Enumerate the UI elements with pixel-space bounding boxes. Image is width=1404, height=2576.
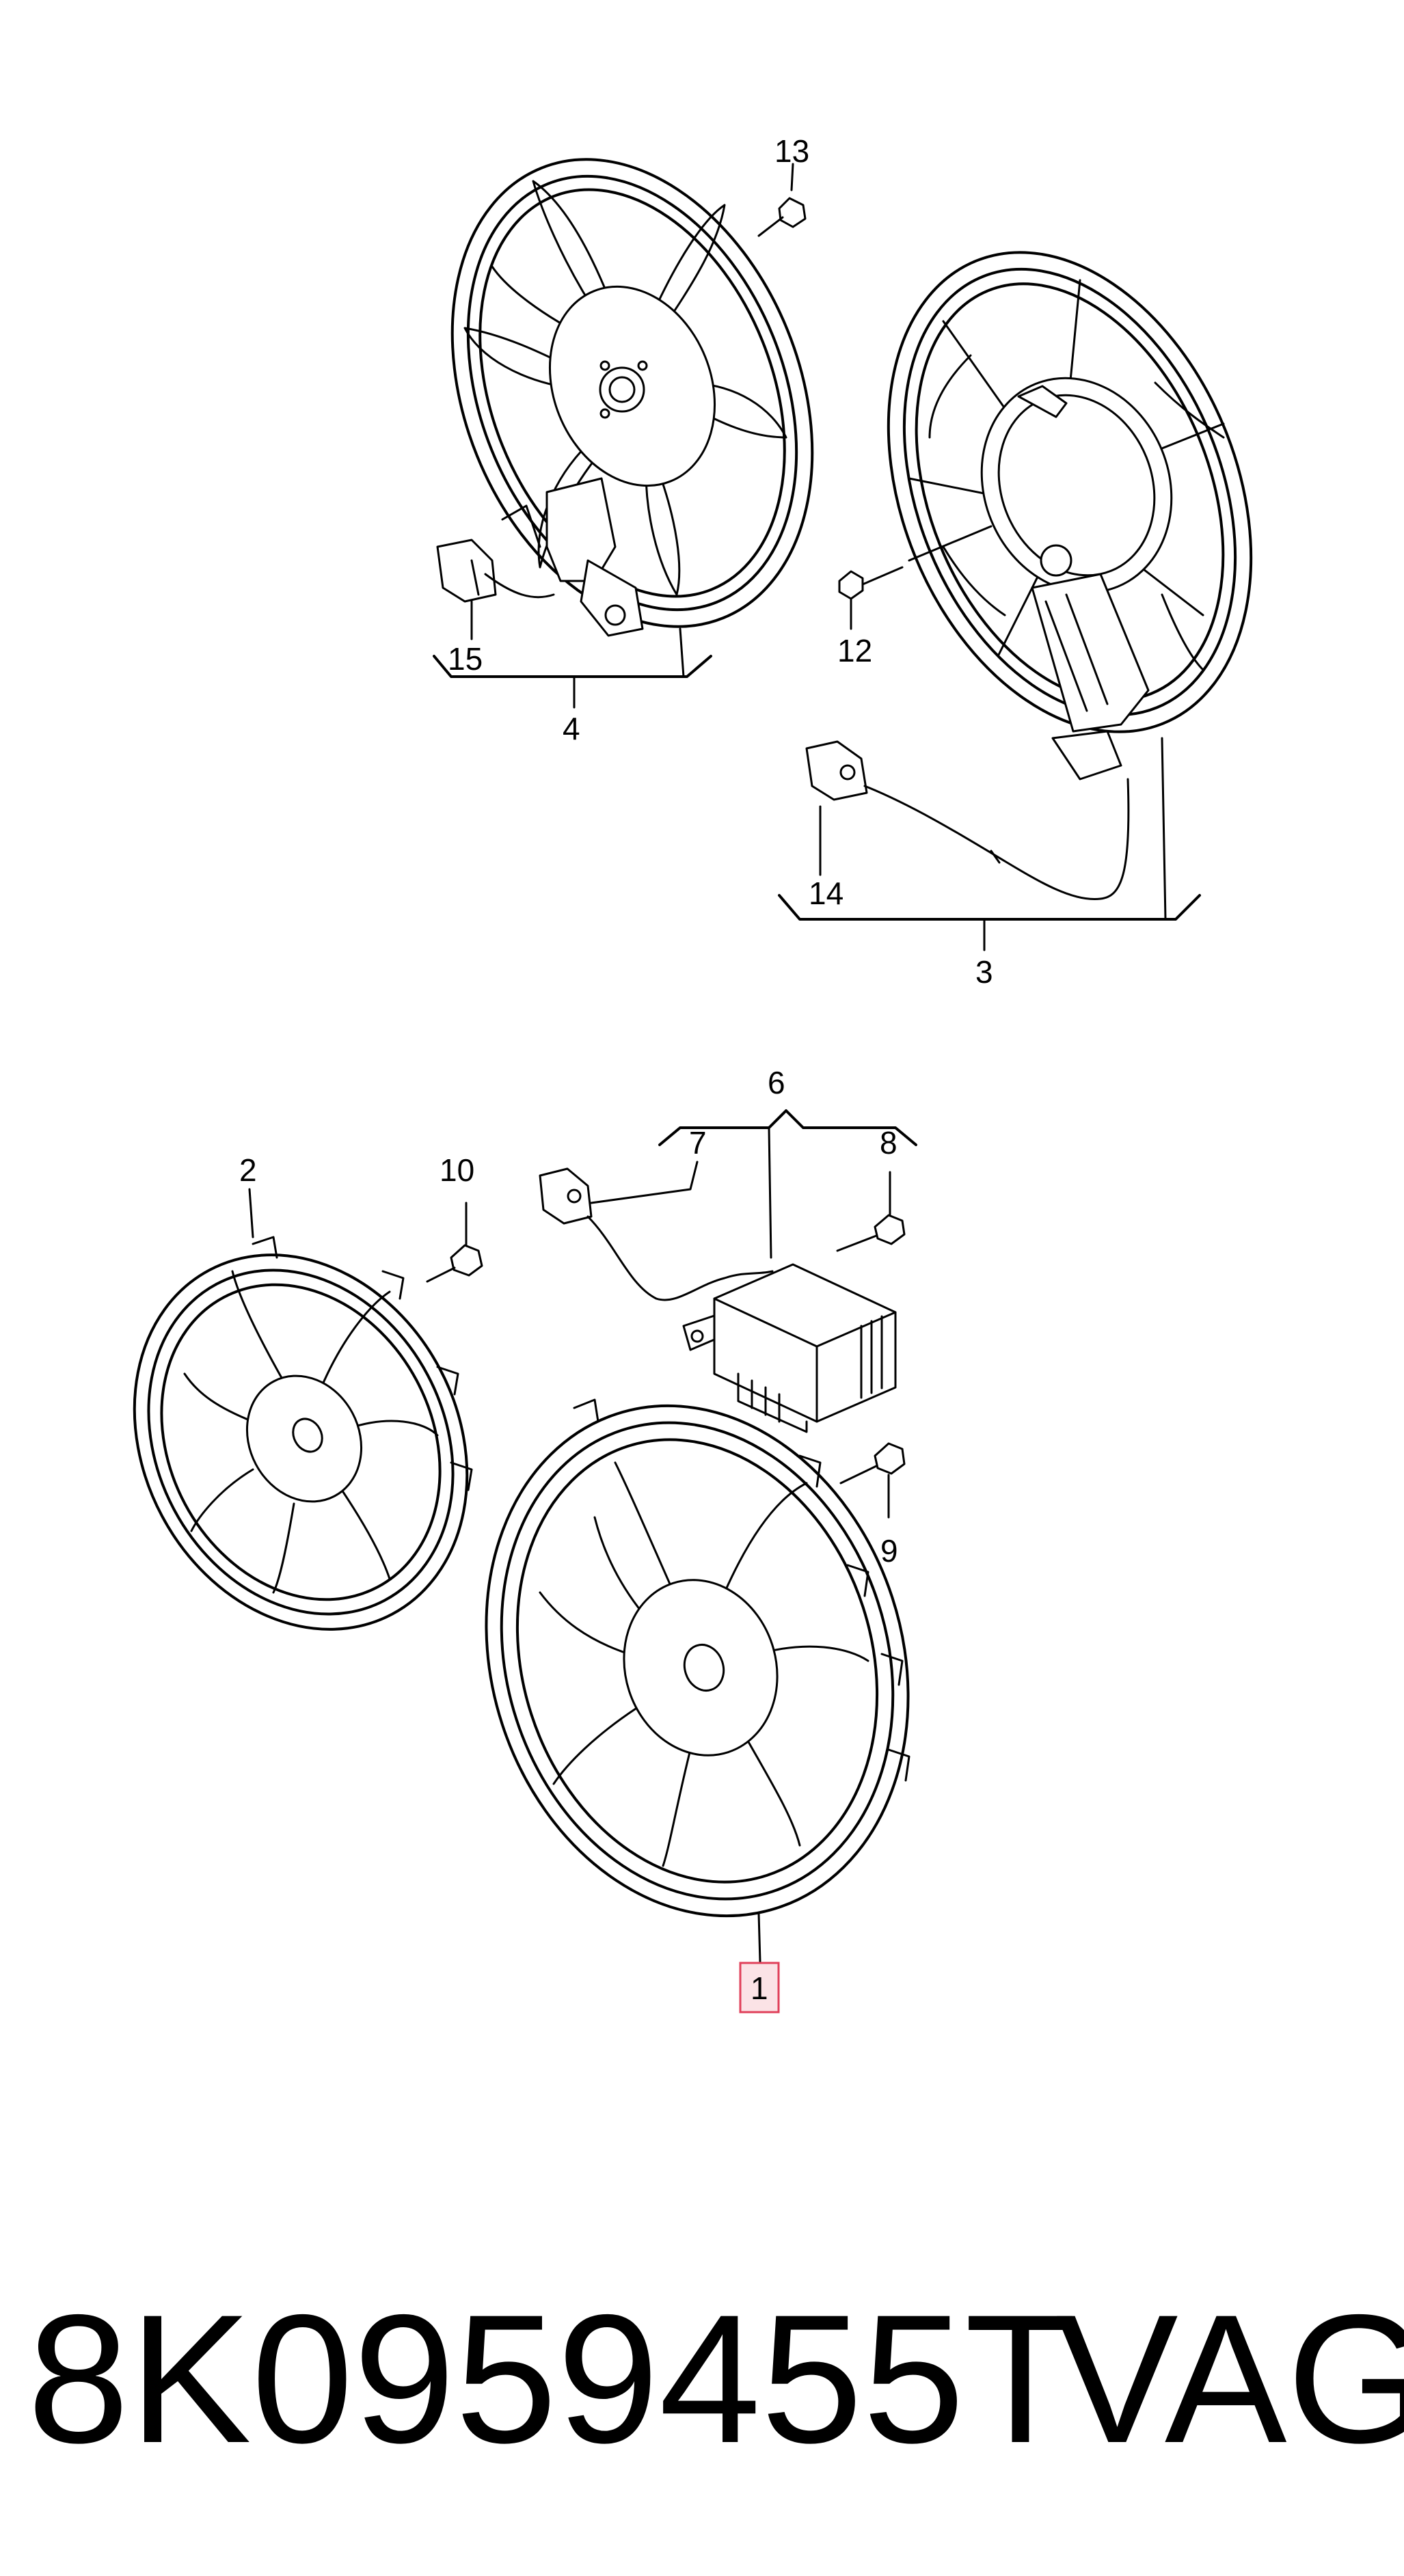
fan-1 [485, 1398, 910, 1963]
callout-8: 8 [880, 1125, 897, 1161]
footer: 8K0959455T VAG [0, 2276, 1404, 2481]
callout-10: 10 [440, 1152, 474, 1188]
callout-14: 14 [809, 876, 843, 911]
brand-label: VAG [1056, 2276, 1404, 2481]
callout-6: 6 [768, 1065, 785, 1100]
exploded-parts-diagram: 13 15 4 12 14 3 6 7 8 2 10 9 1 [133, 133, 1253, 2014]
callout-1-highlight [739, 1962, 780, 2014]
callout-9: 9 [880, 1533, 898, 1569]
callout-1: 1 [751, 1970, 768, 2006]
fan-assembly-4 [433, 158, 814, 709]
callout-7: 7 [689, 1125, 707, 1161]
part-number: 8K0959455T [27, 2276, 1077, 2481]
callout-15: 15 [448, 641, 483, 677]
callout-3: 3 [975, 954, 993, 990]
fan-assembly-3 [778, 251, 1253, 951]
callout-2: 2 [239, 1152, 257, 1188]
fan-2 [133, 1188, 483, 1631]
callout-12: 12 [837, 633, 872, 668]
callout-13: 13 [774, 133, 809, 169]
callout-4: 4 [563, 711, 580, 746]
control-unit-6 [539, 1109, 917, 1433]
